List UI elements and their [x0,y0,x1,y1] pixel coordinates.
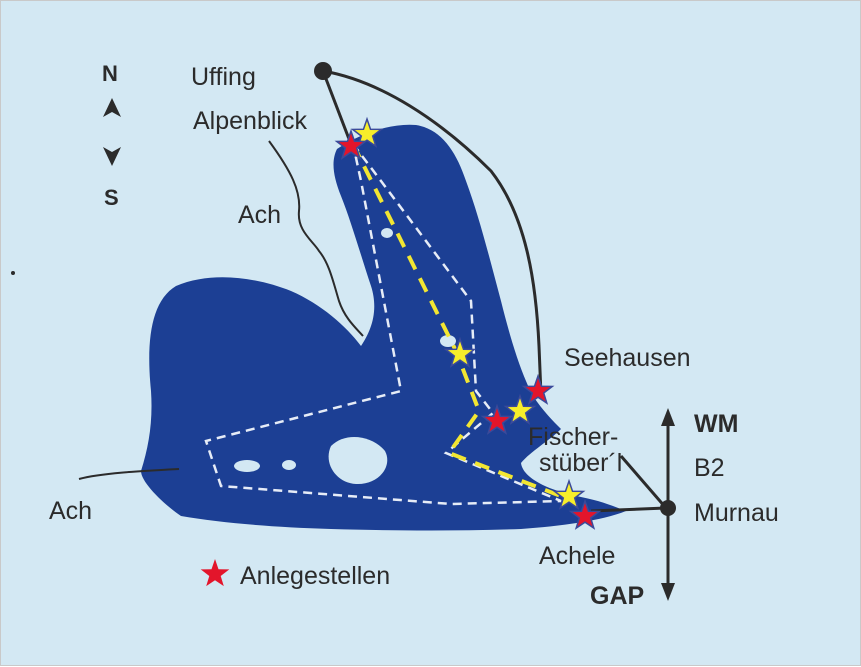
road-achele-murnau [590,506,667,513]
map-dot [11,271,15,275]
compass-south-label: S [104,185,119,210]
road-uffing-alpenblick [321,70,351,140]
compass-south-arrow-icon [103,147,121,166]
place-seehausen: Seehausen [564,344,691,372]
legend-star-icon [200,559,230,587]
compass-north-arrow-icon [103,98,121,117]
river-ach-north [268,140,364,337]
murnau-node [660,500,676,516]
uffing-node [314,62,332,80]
islands [234,228,456,485]
road-uffing-murnau [322,69,543,396]
road-label-b2: B2 [694,454,725,482]
road-label-wm: WM [694,410,739,438]
river-ach-west [78,468,180,480]
place-ach-west: Ach [49,497,93,525]
place-alpenblick: Alpenblick [193,107,307,135]
island [234,460,260,472]
place-fischer-line1: Fischer- [528,423,619,451]
place-uffing: Uffing [191,63,256,91]
place-ach-north: Ach [238,201,282,229]
island [440,335,456,347]
road-label-gap: GAP [590,582,645,610]
place-achele: Achele [539,542,616,570]
arrow-wm [661,408,675,426]
island [328,436,388,485]
road-fischer-b2 [619,455,668,509]
route-secondary [204,143,562,506]
arrow-gap [661,583,675,601]
legend-label: Anlegestellen [240,562,391,590]
route-primary [351,143,567,500]
place-murnau: Murnau [694,499,779,527]
compass-north-label: N [102,61,118,86]
island [372,455,382,463]
island [381,228,393,238]
place-fischer-line2: stüber´l [539,449,623,477]
island [282,460,296,470]
